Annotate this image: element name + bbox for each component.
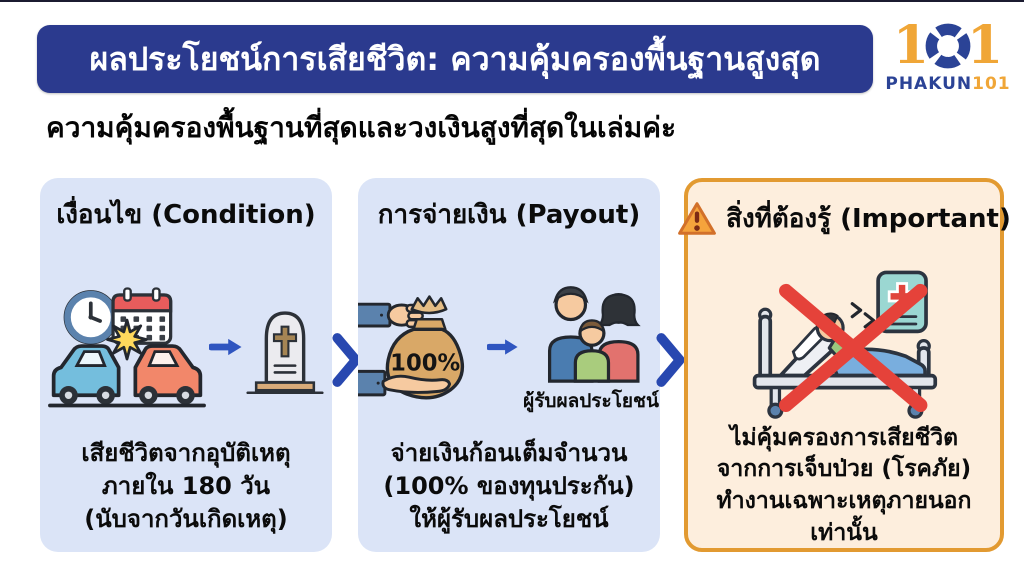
logo-digit-left: 1 (892, 15, 929, 76)
card-body-line: เสียชีวิตจากอุบัติเหตุ (81, 438, 291, 467)
brand-name-primary: PHAKUN (885, 74, 973, 94)
giving-hand-icon (358, 302, 424, 328)
card-condition-body: เสียชีวิตจากอุบัติเหตุ ภายใน 180 วัน (นั… (81, 437, 290, 536)
card-condition-title: เงื่อนไข (Condition) (56, 194, 315, 235)
beneficiary-caption: ผู้รับผลประโยชน์ (523, 389, 659, 412)
chevron-right-icon (332, 333, 361, 387)
calendar-icon (111, 286, 173, 345)
card-body-line: ให้ผู้รับผลประโยชน์ (409, 504, 609, 533)
money-bag-hands-icon: 100% (358, 294, 465, 400)
page-title: ผลประโยชน์การเสียชีวิต: ความคุ้มครองพื้น… (89, 39, 821, 78)
no-sickness-cover-icon (752, 270, 938, 419)
chevron-right-icon (656, 333, 685, 387)
logo-digit-right: 1 (967, 15, 1004, 76)
brand-logo: 1 1 PHAKUN101 (884, 18, 1012, 95)
card-payout-title-text: การจ่ายเงิน (Payout) (377, 200, 641, 230)
car-crash-icon (48, 286, 206, 407)
subtitle: ความคุ้มครองพื้นฐานที่สุดและวงเงินสูงที่… (46, 111, 676, 144)
card-important-body: ไม่คุ้มครองการเสียชีวิต จากการเจ็บป่วย (… (688, 423, 1000, 550)
logo-ring-icon (925, 23, 971, 69)
arrow-right-icon (209, 338, 242, 355)
card-payout: การจ่ายเงิน (Payout) (358, 178, 660, 552)
pain-marks-icon (850, 301, 876, 328)
family-icon (547, 285, 641, 383)
tombstone-icon (246, 311, 324, 394)
clock-icon (63, 289, 118, 345)
blue-car-icon (51, 343, 121, 405)
card-body-line: ทำงานเฉพาะเหตุภายนอกเท่านั้น (716, 488, 972, 546)
card-body-line: จ่ายเงินก้อนเต็มจำนวน (390, 438, 628, 467)
brand-name-accent: 101 (972, 74, 1011, 94)
header-banner: ผลประโยชน์การเสียชีวิต: ความคุ้มครองพื้น… (37, 25, 873, 93)
child-figure (573, 318, 611, 383)
brand-wordmark: PHAKUN101 (885, 74, 1010, 94)
logo-101-mark: 1 1 (893, 18, 1003, 74)
card-important: สิ่งที่ต้องรู้ (Important) (678, 178, 1011, 552)
card-payout-title: การจ่ายเงิน (Payout) (378, 194, 640, 235)
card-condition: เงื่อนไข (Condition) (40, 178, 332, 552)
beneficiary-group: ผู้รับผลประโยชน์ (522, 278, 660, 416)
money-bag-label: 100% (390, 350, 460, 376)
card-important-title: สิ่งที่ต้องรู้ (Important) (677, 198, 1011, 239)
receiving-hand-icon (358, 369, 452, 396)
warning-icon (678, 202, 717, 235)
card-body-line: (100% ของทุนประกัน) (383, 471, 635, 500)
red-cross-out-icon (779, 283, 928, 412)
card-body-line: (นับจากวันเกิดเหตุ) (84, 504, 288, 533)
card-condition-title-text: เงื่อนไข (Condition) (56, 200, 316, 230)
card-payout-body: จ่ายเงินก้อนเต็มจำนวน (100% ของทุนประกัน… (383, 437, 634, 536)
card-body-line: ไม่คุ้มครองการเสียชีวิต (729, 424, 959, 451)
card-payout-illustration: 100% (358, 257, 660, 437)
card-body-line: จากการเจ็บป่วย (โรคภัย) (716, 456, 972, 483)
card-body-line: ภายใน 180 วัน (101, 471, 271, 500)
explosion-icon (106, 318, 148, 361)
card-important-title-text: สิ่งที่ต้องรู้ (Important) (726, 204, 1011, 234)
orange-car-icon (133, 343, 203, 405)
top-edge-line (0, 0, 1024, 2)
card-condition-illustration (40, 257, 332, 437)
arrow-right-icon (487, 338, 518, 355)
card-important-illustration (688, 261, 1000, 423)
